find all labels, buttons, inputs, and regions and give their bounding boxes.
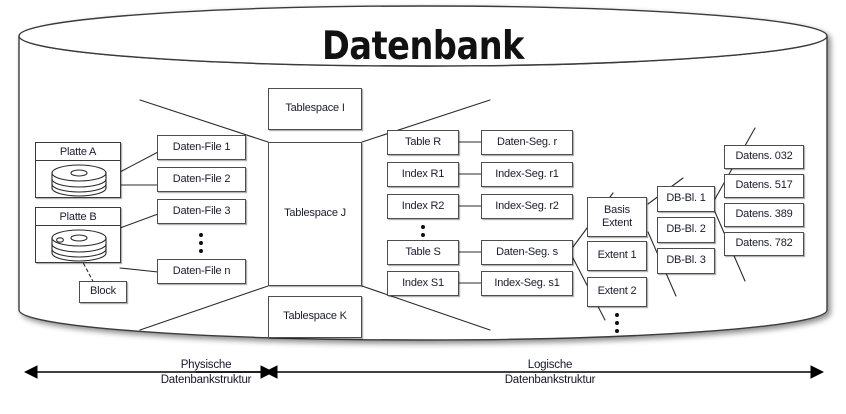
extent-basis: Basis Extent: [587, 197, 647, 237]
extent-1: Extent 1: [587, 241, 647, 271]
segment-index-seg-r2: Index-Seg. r2: [481, 194, 573, 219]
disk-platte-b-label: Platte B: [36, 208, 120, 226]
extent-2: Extent 2: [587, 277, 647, 307]
record-1: Datens. 032: [724, 145, 804, 169]
db-block-2: DB-Bl. 2: [657, 217, 715, 243]
block-box: Block: [79, 281, 127, 303]
object-index-r1: Index R1: [387, 162, 459, 187]
db-block-3: DB-Bl. 3: [657, 248, 715, 274]
diagram-title: Datenbank: [321, 24, 525, 69]
segment-daten-seg-r: Daten-Seg. r: [481, 130, 573, 155]
legend-logical: Logische Datenbankstruktur: [440, 358, 660, 387]
record-2: Datens. 517: [724, 174, 804, 198]
legend-physical: Physische Datenbankstruktur: [96, 358, 316, 387]
record-3: Datens. 389: [724, 203, 804, 227]
object-index-r2: Index R2: [387, 194, 459, 219]
disk-platter-icon: [36, 225, 120, 262]
object-table-s: Table S: [387, 240, 459, 265]
extent-ellipsis: [611, 310, 623, 336]
segment-index-seg-s1: Index-Seg. s1: [481, 271, 573, 296]
connector-lines: [77, 99, 756, 331]
db-block-1: DB-Bl. 1: [657, 186, 715, 212]
disk-platter-icon: [36, 160, 120, 197]
tablespace-i: Tablespace I: [268, 88, 362, 130]
record-4: Datens. 782: [724, 232, 804, 256]
extent-basis-line2: Extent: [602, 217, 632, 229]
object-index-s1: Index S1: [387, 271, 459, 296]
tablespace-k: Tablespace K: [268, 296, 362, 338]
object-table-r: Table R: [387, 130, 459, 155]
data-file-1: Daten-File 1: [157, 135, 246, 160]
tablespace-j: Tablespace J: [268, 142, 362, 286]
legend-logical-line2: Datenbankstruktur: [504, 373, 596, 386]
disk-platte-a: Platte A: [35, 142, 121, 198]
disk-platte-a-label: Platte A: [36, 143, 120, 161]
data-file-ellipsis: [195, 228, 207, 258]
segment-index-seg-r1: Index-Seg. r1: [481, 162, 573, 187]
segment-daten-seg-s: Daten-Seg. s: [481, 240, 573, 265]
extent-basis-line1: Basis: [604, 204, 630, 217]
legend-physical-line2: Datenbankstruktur: [160, 373, 252, 386]
data-file-n: Daten-File n: [157, 259, 246, 284]
legend-logical-line1: Logische: [527, 359, 573, 371]
data-file-3: Daten-File 3: [157, 199, 246, 224]
legend-physical-line1: Physische: [180, 359, 232, 371]
disk-platte-b: Platte B: [35, 207, 121, 263]
data-file-2: Daten-File 2: [157, 167, 246, 192]
